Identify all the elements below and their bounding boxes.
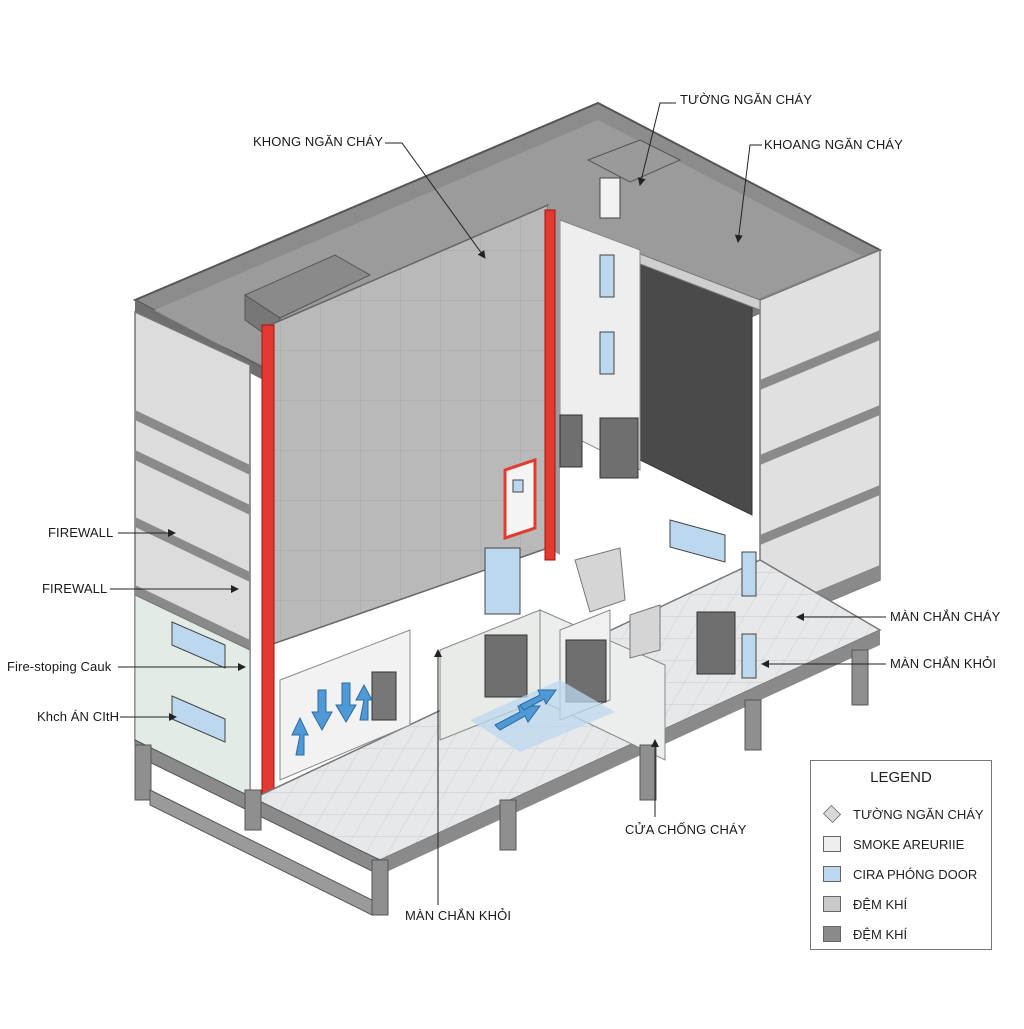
fire-partition-wall bbox=[261, 203, 560, 796]
smoke-zone bbox=[470, 680, 615, 752]
legend-item-label: ĐỆM KHÍ bbox=[853, 896, 908, 912]
ground-floor bbox=[134, 414, 882, 916]
legend-item: ĐỆM KHÍ bbox=[823, 893, 907, 915]
leader-lines bbox=[110, 102, 886, 905]
double-door bbox=[599, 417, 639, 479]
legend-item: TƯỜNG NGĂN CHÁY bbox=[822, 803, 984, 825]
window bbox=[599, 254, 615, 298]
fire-column-right bbox=[544, 209, 556, 561]
airflow-arrows bbox=[291, 682, 557, 756]
left-floors bbox=[134, 310, 251, 802]
left-windows bbox=[171, 621, 226, 743]
label-fire-stopping: Fire-stoping Cauk bbox=[7, 659, 112, 674]
label-firewall-1: FIREWALL bbox=[48, 525, 114, 540]
right-floors bbox=[559, 177, 881, 632]
legend-item: ĐỆM KHÍ bbox=[823, 923, 907, 945]
door bbox=[371, 671, 397, 721]
legend-title: LEGEND bbox=[870, 769, 932, 786]
air-buffer-dark-icon bbox=[823, 926, 841, 942]
label-khch-an: Khch ÁN CItH bbox=[37, 709, 120, 724]
diamond-icon bbox=[822, 804, 842, 824]
legend-item-label: TƯỜNG NGĂN CHÁY bbox=[853, 806, 984, 822]
label-khong-ngan-chay: KHONG NGĂN CHÁY bbox=[253, 134, 384, 149]
air-buffer-icon bbox=[823, 896, 841, 912]
legend-item-label: ĐỆM KHÍ bbox=[853, 926, 908, 942]
glass-panel bbox=[484, 547, 521, 615]
window bbox=[599, 331, 615, 375]
roof-door bbox=[599, 177, 621, 219]
label-cua-chong-chay: CỬA CHỐNG CHÁY bbox=[625, 822, 747, 837]
label-khoang-ngan-chay: KHOANG NGĂN CHÁY bbox=[764, 137, 903, 152]
label-man-chan-khoi-bottom: MÀN CHẮN KHỎI bbox=[405, 908, 512, 923]
door bbox=[559, 414, 583, 468]
legend-item-label: SMOKE AREURIIE bbox=[853, 836, 965, 852]
label-firewall-2: FIREWALL bbox=[42, 581, 108, 596]
label-man-chan-khoi-right: MÀN CHẮN KHỎI bbox=[890, 656, 997, 671]
door-icon bbox=[823, 866, 841, 882]
legend-item: SMOKE AREURIIE bbox=[823, 833, 964, 855]
double-door bbox=[484, 634, 528, 698]
fire-door bbox=[503, 457, 537, 541]
legend: LEGEND TƯỜNG NGĂN CHÁY SMOKE AREURIIE CI… bbox=[810, 760, 992, 950]
double-door bbox=[696, 611, 736, 675]
legend-item-label: CIRA PHÓNG DOOR bbox=[853, 866, 978, 882]
legend-item: CIRA PHÓNG DOOR bbox=[823, 863, 977, 885]
smoke-area-icon bbox=[823, 836, 841, 852]
label-man-chan-chay: MÀN CHẮN CHÁY bbox=[890, 609, 1001, 624]
label-tuong-ngan-chay: TƯỜNG NGĂN CHÁY bbox=[680, 92, 813, 107]
fire-column-left bbox=[261, 324, 275, 796]
